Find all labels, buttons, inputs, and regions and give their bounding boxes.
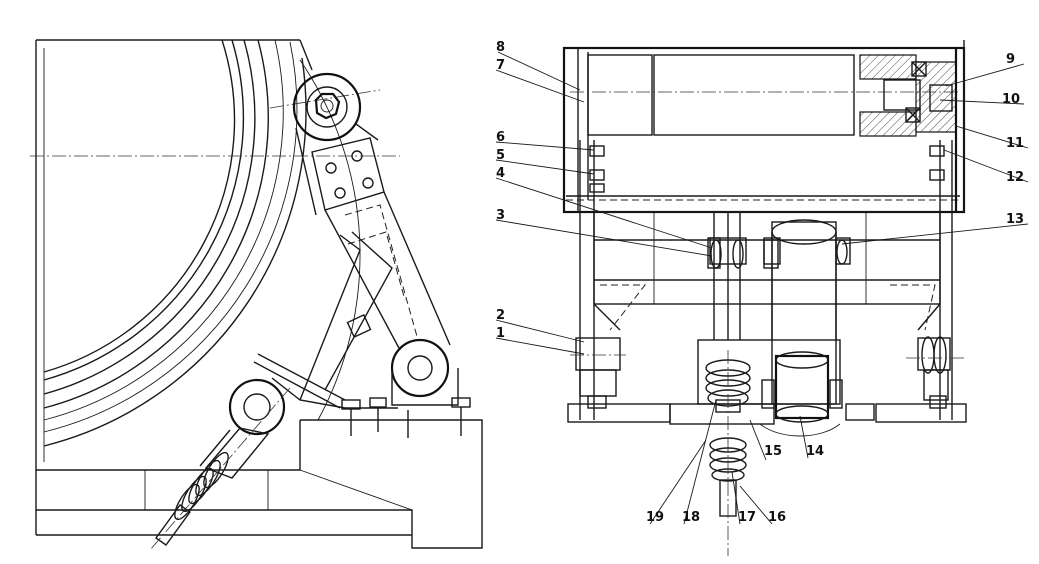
upper-pivot-nut [314,92,341,120]
callouts: 8 7 6 5 4 3 2 1 9 10 11 12 13 [495,40,1029,525]
callout-15: 15 [764,444,782,459]
callout-4: 4 [496,166,505,181]
link-joint-center [707,237,848,269]
upper-lever-arm [292,72,451,351]
callout-2: 2 [496,308,505,323]
callout-6: 6 [496,130,505,145]
lower-pivot [390,338,459,406]
brake-strut [253,231,398,409]
callout-11: 11 [1006,136,1024,151]
drum-arcs [43,39,361,447]
callout-9: 9 [1006,52,1015,67]
callout-7: 7 [496,58,505,73]
upper-pivot-ring [306,86,348,128]
upper-pivot-outer [292,72,362,142]
callout-1: 1 [496,326,505,341]
callout-16: 16 [768,510,786,525]
callout-18: 18 [682,510,700,525]
clamp-plate [311,137,385,211]
callout-17: 17 [738,510,756,525]
wheel-assembly-left [570,337,626,409]
callout-10: 10 [1002,92,1020,107]
side-view-frame [35,39,483,549]
roller-assembly [562,40,966,214]
lower-housing [567,339,967,437]
roller-left [587,54,653,136]
side-view [30,39,483,551]
front-view: 8 7 6 5 4 3 2 1 9 10 11 12 13 [495,40,1029,556]
spring-shaft [705,350,751,556]
spring [174,451,229,521]
roller-middle [653,54,855,136]
base-bolts [341,397,471,438]
wheel-assembly-right [906,336,966,409]
callout-19: 19 [646,510,664,525]
callout-5: 5 [496,148,505,163]
callout-12: 12 [1006,170,1024,185]
callout-8: 8 [496,40,505,55]
rod-assembly [149,378,291,551]
callout-14: 14 [806,444,824,459]
callout-3: 3 [496,208,505,223]
pivot-centerline [269,89,381,109]
cross-beam [593,211,941,331]
callout-13: 13 [1006,212,1024,227]
